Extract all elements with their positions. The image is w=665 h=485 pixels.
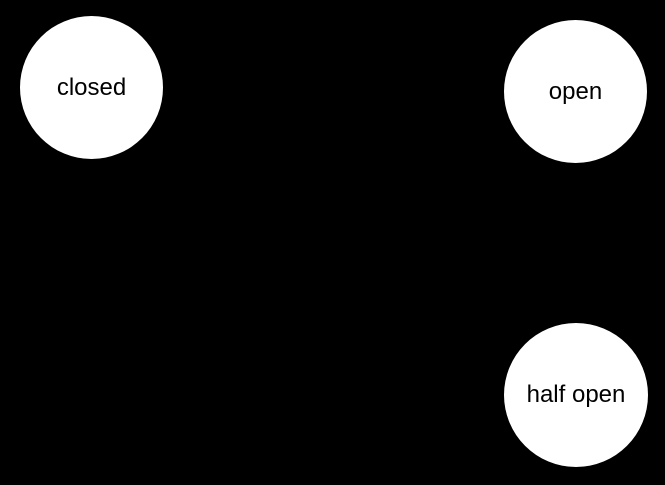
state-node-half-open-label: half open xyxy=(526,381,626,408)
state-node-open-label: open xyxy=(548,77,603,105)
state-node-half-open: half open xyxy=(504,323,648,467)
state-node-open: open xyxy=(504,20,647,163)
state-node-closed: closed xyxy=(20,16,163,159)
state-node-closed-label: closed xyxy=(56,73,127,101)
